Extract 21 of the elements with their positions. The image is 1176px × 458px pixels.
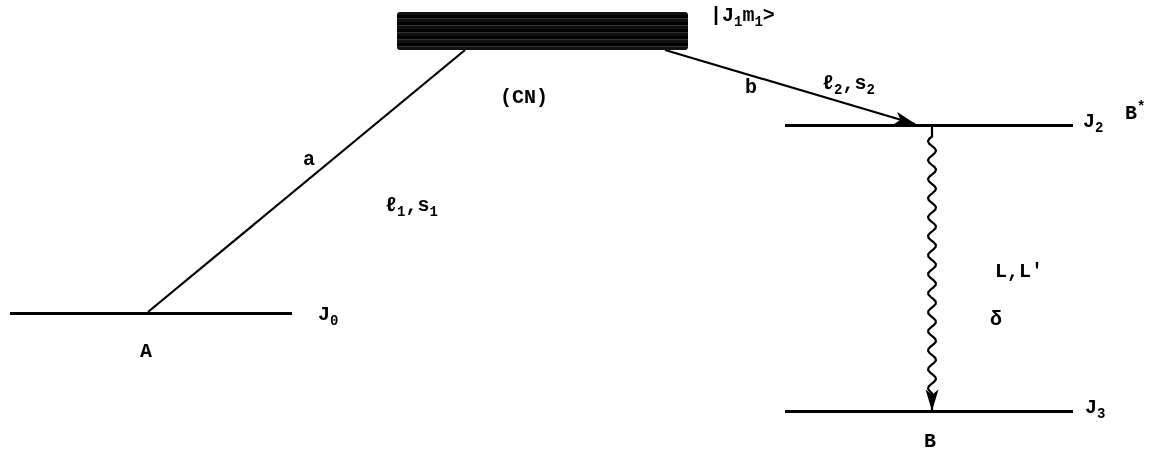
level-label: J$_{2}$	[1083, 112, 1104, 135]
edge-label: b	[745, 78, 757, 98]
edge-label: L,L'	[995, 262, 1043, 282]
level-label: |J$_{1}$m$_{1}$>	[710, 6, 775, 29]
level-label: J$_{3}$	[1085, 398, 1106, 421]
compound-nucleus-band	[397, 12, 688, 50]
level-label: B	[924, 432, 936, 452]
wavy-arrow	[925, 127, 939, 412]
quantum-number-label: ℓ$_{1}$,s$_{1}$	[385, 196, 438, 219]
energy-level-line	[785, 124, 1073, 127]
quantum-number-label: δ	[990, 310, 1002, 330]
transition-line	[147, 49, 466, 313]
level-label: B$^{*}$	[1125, 100, 1146, 124]
level-label: J$_{0}$	[318, 305, 339, 328]
energy-level-line	[10, 312, 292, 315]
level-label: A	[140, 342, 152, 362]
level-label: (CN)	[500, 88, 548, 108]
arrow	[664, 48, 917, 126]
energy-level-line	[785, 410, 1073, 413]
edge-label: a	[303, 150, 315, 170]
quantum-number-label: ℓ$_{2}$,s$_{2}$	[822, 74, 875, 97]
